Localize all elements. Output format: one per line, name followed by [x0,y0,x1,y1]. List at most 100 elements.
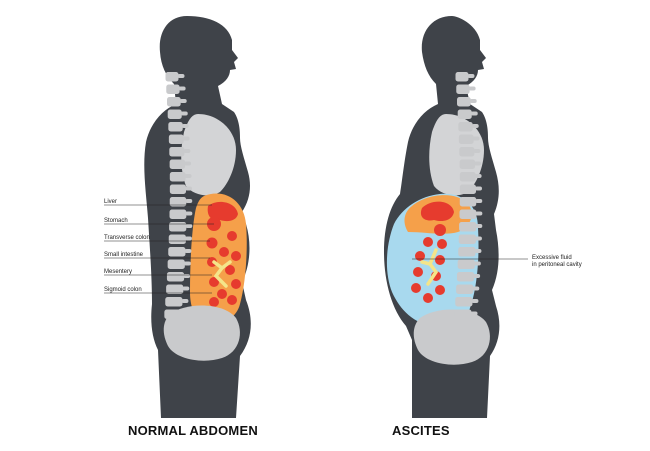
ascites-liver [420,201,454,222]
ascites-spinous-process [474,174,482,178]
normal-liver [207,201,238,222]
ascites-spine [454,72,483,319]
normal-label-3: Transverse colon [104,235,150,241]
ascites-spinous-process [475,211,483,216]
normal-spinous-process [183,274,191,278]
normal-spinous-process [184,249,192,253]
ascites-vertebra [457,109,472,119]
normal-loop-7 [209,277,219,287]
ascites-figure: Excessive fluid in peritoneal cavity [384,16,582,418]
ascites-spinous-process [473,274,481,278]
normal-spine [164,72,193,319]
normal-spinous-process [181,124,189,128]
normal-vertebra [169,222,187,232]
normal-spinous-process [184,236,192,241]
ascites-intestines [411,224,447,303]
ascites-pelvis [413,309,490,365]
ascites-vertebra [456,84,470,94]
normal-abdomen-cavity [190,193,247,324]
normal-loop-2 [206,237,218,249]
normal-spinous-process [178,86,186,91]
normal-intestines [206,231,241,307]
ascites-spinous-process [470,111,478,116]
ascites-spinous-process [473,149,481,153]
normal-abdomen-caption: NORMAL ABDOMEN [128,423,258,438]
normal-spinous-process [184,174,192,178]
normal-spinous-process [183,149,191,153]
ascites-spinous-process [474,236,482,241]
ascites-spinous-process [473,261,481,266]
ascites-label-line-2: in peritoneal cavity [532,262,582,268]
ascites-spinous-process [475,199,483,203]
normal-leader-lines [104,204,214,294]
normal-spinous-process [179,99,187,103]
normal-loop-4 [231,251,241,261]
normal-spinous-process [183,261,191,266]
ascites-vertebra [455,72,469,82]
normal-spinous-process [182,136,190,141]
ascites-spinous-process [471,124,479,128]
normal-vertebra [165,72,179,82]
normal-vertebra [165,297,183,307]
normal-vertebra [169,197,187,207]
ascites-spinous-process [467,74,475,78]
normal-vertebra [169,159,186,169]
ascites-vertebra [459,147,475,157]
normal-spinous-process [185,224,193,228]
normal-vertebra [169,184,187,194]
ascites-loop-1 [434,224,446,236]
normal-lung [181,114,236,196]
ascites-loop-6 [413,267,423,277]
normal-vertebra [169,172,186,182]
ascites-spinous-process [474,161,482,166]
ascites-spinous-process [469,99,477,103]
normal-spinous-process [180,111,188,116]
ascites-loop-3 [437,239,447,249]
normal-spinous-process [177,74,185,78]
normal-loop-6 [225,265,235,275]
ascites-vertebra [457,259,475,269]
ascites-mesentery [420,248,439,286]
ascites-vertebra [456,272,475,282]
normal-label-2: Stomach [104,218,128,224]
ascites-loop-9 [435,285,445,295]
ascites-vertebra [459,209,477,219]
normal-pelvis [163,305,240,361]
ascites-spinous-process [475,224,483,228]
ascites-label-line-1: Excessive fluid [532,255,572,261]
ascites-vertebra [458,234,476,244]
normal-vertebra [164,309,182,319]
ascites-vertebra [457,97,471,107]
ascites-spinous-process [475,186,483,191]
normal-vertebra [166,272,185,282]
normal-vertebra [167,259,185,269]
ascites-vertebra [459,172,476,182]
normal-vertebra [169,209,187,219]
normal-vertebra [168,134,184,144]
normal-mesentery [212,260,232,288]
ascites-spinous-process [474,249,482,253]
normal-vertebra [167,97,181,107]
normal-spinous-process [182,286,190,291]
ascites-vertebra [458,122,473,132]
ascites-vertebra [459,222,477,232]
normal-vertebra [166,284,184,294]
ascites-vertebra [456,284,474,294]
normal-vertebra [167,109,182,119]
ascites-vertebra [454,309,472,319]
normal-spinous-process [185,186,193,191]
ascites-spinous-process [471,299,479,303]
ascites-loop-5 [435,255,445,265]
ascites-spinous-process [470,311,478,316]
ascites-vertebra [459,159,476,169]
ascites-vertebra [458,134,474,144]
ascites-loop-2 [423,237,433,247]
normal-label-5: Mesentery [104,269,132,275]
normal-loop-11 [227,295,237,305]
normal-spinous-process [181,299,189,303]
normal-spinous-process [185,211,193,216]
